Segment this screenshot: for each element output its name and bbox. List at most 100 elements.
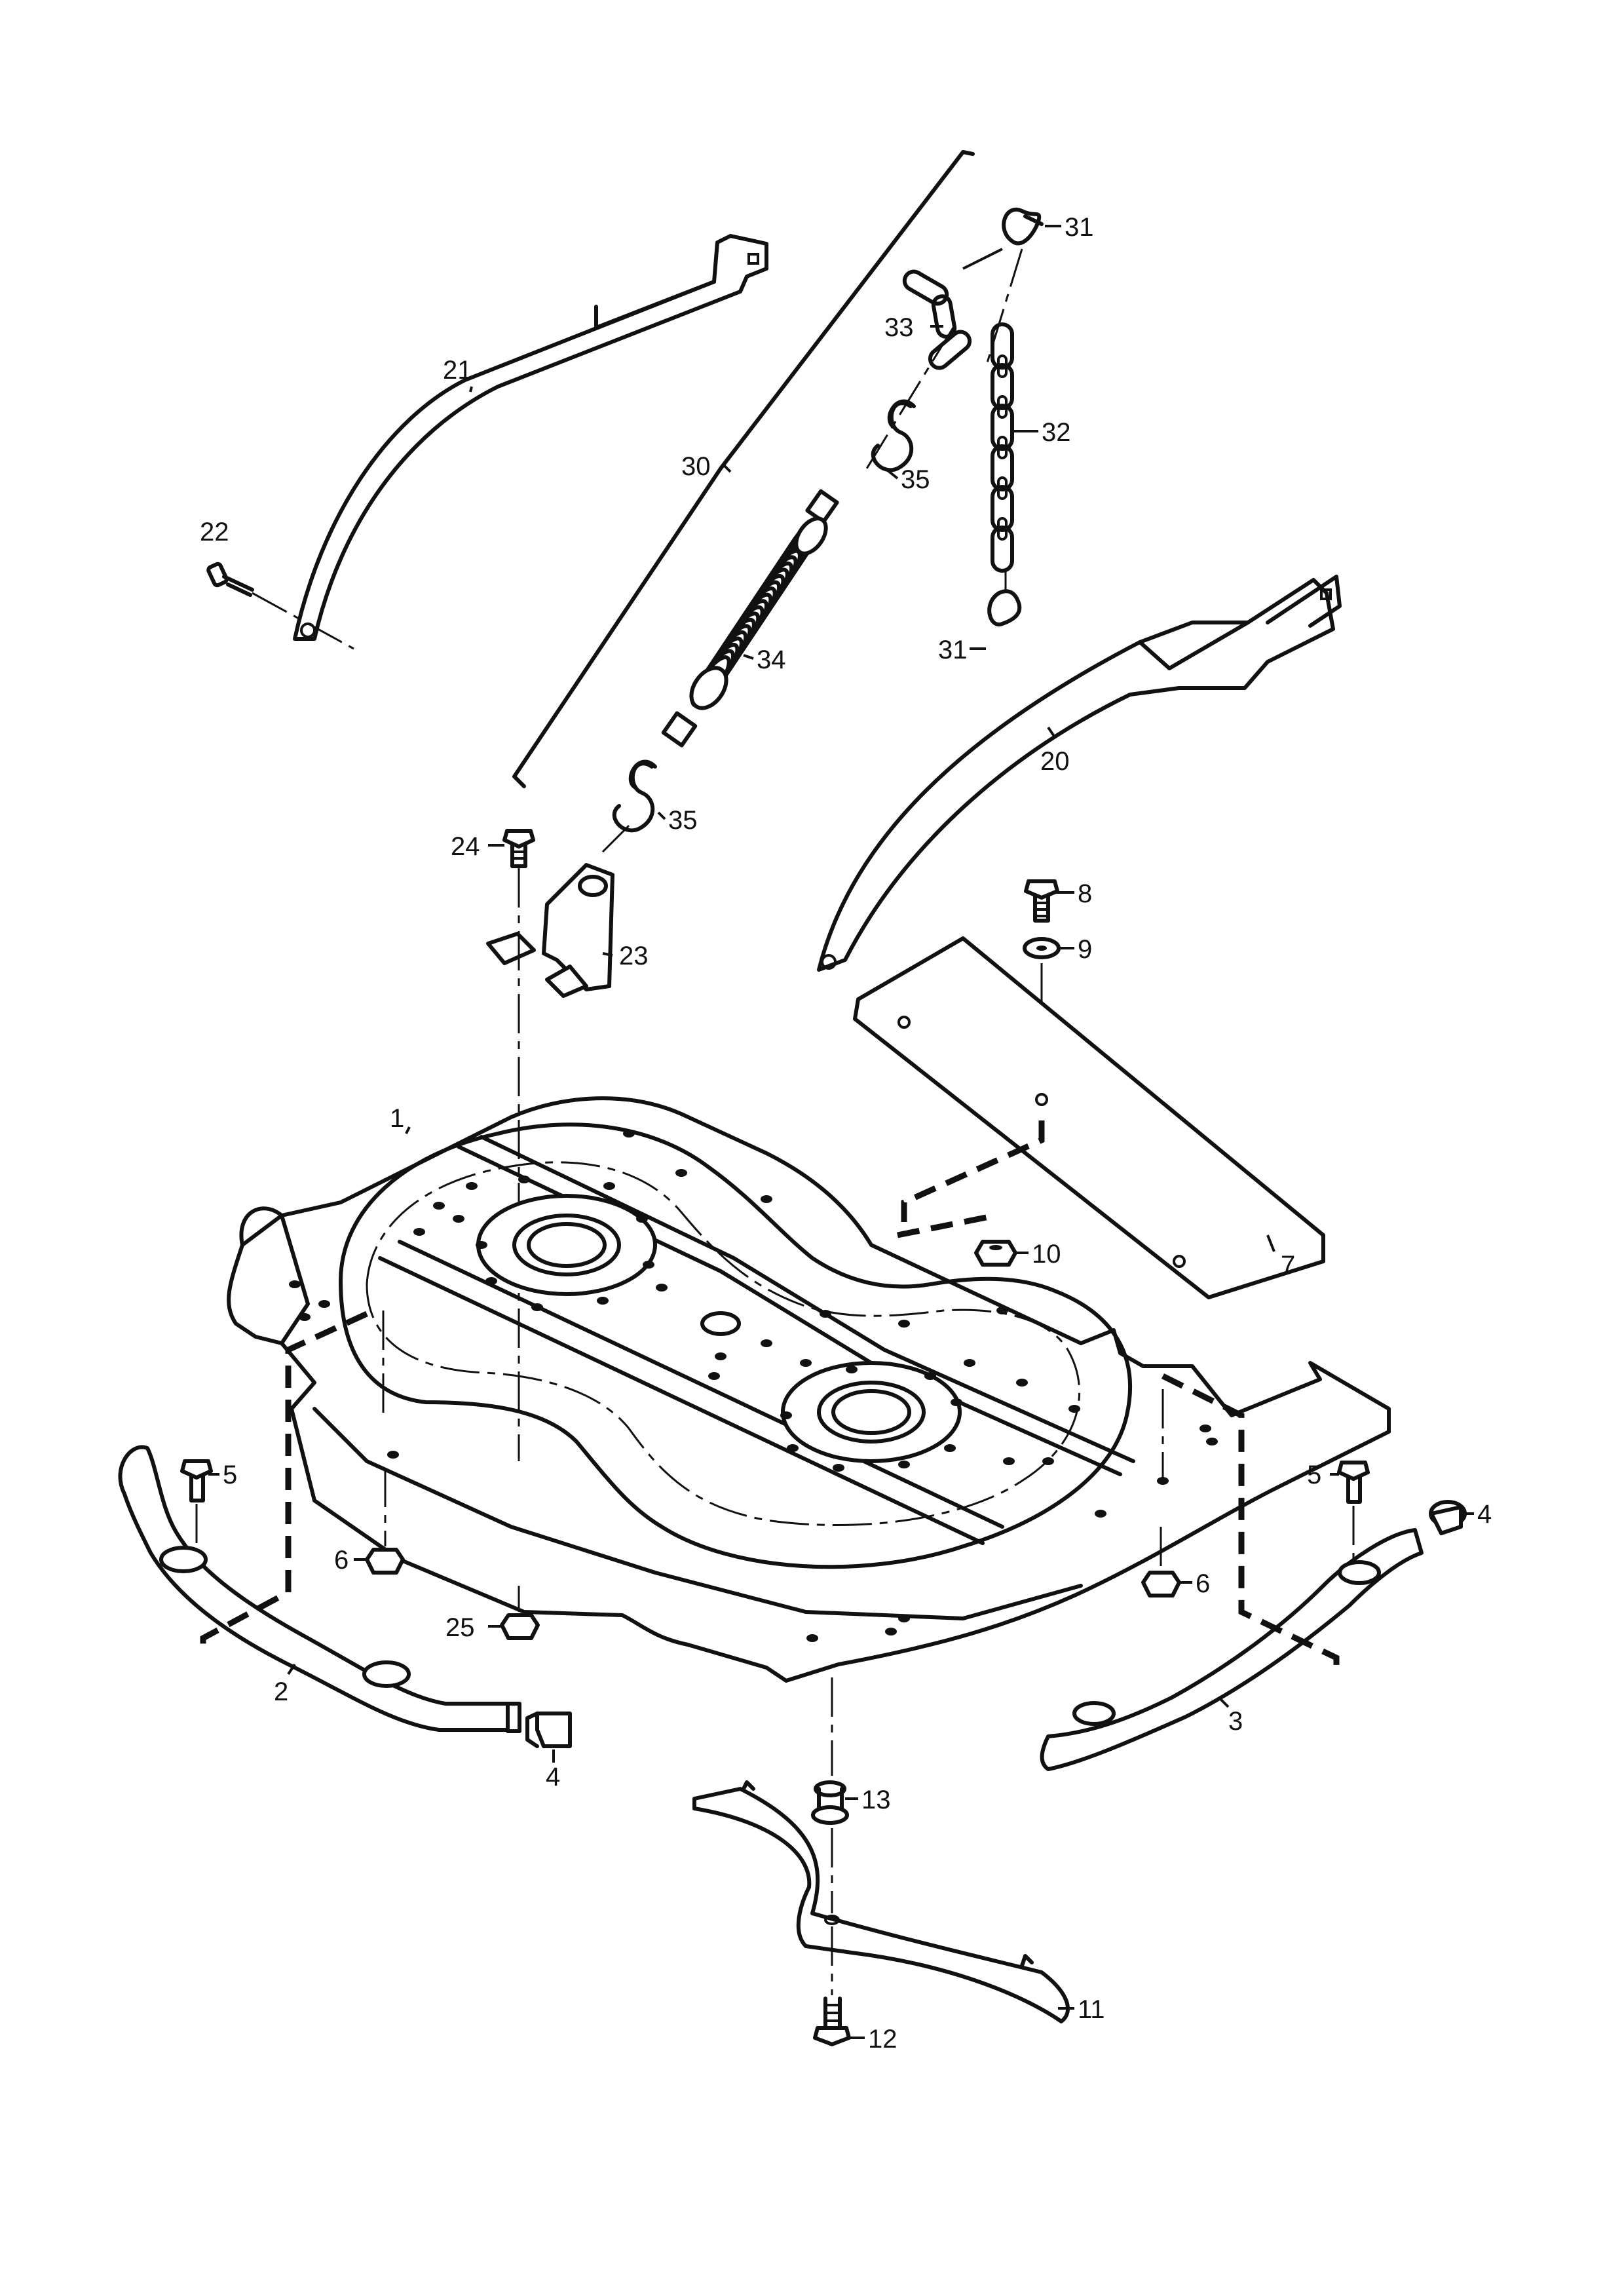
- callout-22: 22: [200, 518, 229, 546]
- callout-2: 2: [274, 1677, 288, 1706]
- deflector-plate-7: [853, 936, 1325, 1299]
- chain-link: [991, 444, 1014, 491]
- deck-hole: [636, 1215, 648, 1223]
- callout-21: 21: [443, 356, 472, 385]
- deck-hole: [433, 1202, 445, 1210]
- deck-hole: [924, 1372, 936, 1380]
- callout-35-upper: 35: [901, 465, 930, 494]
- bolt-24: [502, 829, 535, 868]
- spring-assembly-30: [512, 150, 975, 788]
- callout-11: 11: [1078, 1995, 1105, 2024]
- lift-arm-20: [817, 575, 1342, 972]
- deck-hole: [466, 1182, 478, 1190]
- deck-hole: [531, 1303, 543, 1311]
- callout-9: 9: [1078, 935, 1092, 964]
- s-hook-35-upper: [871, 399, 916, 472]
- deck-hole: [597, 1297, 609, 1305]
- washer-9: [1023, 937, 1061, 959]
- deck-hole: [1206, 1438, 1218, 1445]
- callout-31-upper: 31: [1065, 213, 1094, 242]
- callout-5-right: 5: [1307, 1461, 1321, 1489]
- spring-34: [661, 489, 839, 748]
- callout-3: 3: [1228, 1707, 1243, 1736]
- deck-hole: [1003, 1457, 1015, 1465]
- chain-links-33: [902, 248, 1003, 370]
- nut-25: [500, 1586, 540, 1640]
- deck-hole: [833, 1464, 844, 1472]
- callout-20: 20: [1040, 747, 1070, 776]
- callout-5-left: 5: [223, 1461, 237, 1489]
- deck-hole: [1157, 1477, 1169, 1485]
- deck-hole: [476, 1241, 487, 1249]
- deck-hole: [1199, 1425, 1211, 1432]
- deck-hole: [787, 1444, 799, 1452]
- deck-hole: [780, 1411, 792, 1419]
- spacer-4-lower: [525, 1712, 572, 1748]
- bolt-5-right: [1337, 1461, 1370, 1559]
- deck-hole: [708, 1372, 720, 1380]
- deck-hole: [318, 1300, 330, 1308]
- deck-hole: [715, 1352, 727, 1360]
- deck-hole: [1068, 1405, 1080, 1413]
- callout-33: 33: [884, 313, 914, 342]
- callout-35-lower: 35: [668, 806, 698, 835]
- deck-hole: [898, 1615, 910, 1622]
- snap-hook-31-lower: [987, 589, 1022, 626]
- deck-hole: [603, 1182, 615, 1190]
- bracket-23: [486, 863, 614, 998]
- deck-hole: [761, 1339, 772, 1347]
- deck-hole: [643, 1261, 654, 1269]
- deck-hole: [1042, 1457, 1054, 1465]
- chain-centerline: [985, 248, 1023, 590]
- deck-hole: [806, 1634, 818, 1642]
- chain-link: [991, 485, 1014, 532]
- deck-hole: [996, 1307, 1008, 1314]
- callout-23: 23: [619, 942, 649, 970]
- spring-centerline: [601, 327, 954, 853]
- callout-6-right: 6: [1196, 1569, 1210, 1598]
- deck-hole: [898, 1320, 910, 1328]
- callout-24: 24: [451, 832, 480, 861]
- deck-hole: [656, 1284, 668, 1292]
- callout-13: 13: [861, 1786, 891, 1814]
- callout-34: 34: [757, 645, 786, 674]
- callout-4-upper: 4: [1477, 1500, 1492, 1529]
- deck-hole: [964, 1359, 975, 1367]
- s-hook-35-lower: [612, 759, 657, 833]
- callout-4-lower: 4: [546, 1763, 560, 1791]
- bracket-11: [692, 1780, 1070, 2023]
- nut-6-left: [365, 1468, 405, 1575]
- deck-hole: [453, 1215, 464, 1223]
- deck-hole: [485, 1277, 497, 1285]
- spacer-13: [811, 1780, 849, 1825]
- deck-hole: [413, 1228, 425, 1236]
- bolt-22: [206, 562, 354, 650]
- mower-deck-1: [227, 1096, 1391, 1683]
- deck-hole: [675, 1169, 687, 1177]
- dashed-guide-lines: [200, 1120, 1340, 1671]
- lift-arm-21: [293, 234, 768, 641]
- bumper-bar-3: [1040, 1528, 1424, 1771]
- deck-hole: [623, 1130, 635, 1138]
- chain-link: [991, 404, 1014, 451]
- callout-30: 30: [681, 452, 711, 481]
- nut-6-right: [1141, 1527, 1181, 1598]
- deck-hole: [518, 1176, 530, 1183]
- chain-link: [991, 526, 1014, 573]
- callout-31-lower: 31: [938, 636, 968, 664]
- deck-hole: [944, 1444, 956, 1452]
- snap-hook-31-upper: [1002, 207, 1044, 246]
- nut-10: [974, 1240, 1017, 1267]
- bumper-bar-2: [118, 1445, 521, 1733]
- deck-hole: [761, 1195, 772, 1203]
- callout-8: 8: [1078, 879, 1092, 908]
- deck-hole: [387, 1451, 399, 1459]
- callout-12: 12: [868, 2025, 897, 2054]
- deck-hole: [951, 1398, 962, 1406]
- deck-hole: [885, 1628, 897, 1636]
- chain-32: [991, 322, 1014, 573]
- deck-hole: [898, 1461, 910, 1468]
- bolt-5-left: [180, 1459, 213, 1550]
- deck-hole: [299, 1313, 311, 1321]
